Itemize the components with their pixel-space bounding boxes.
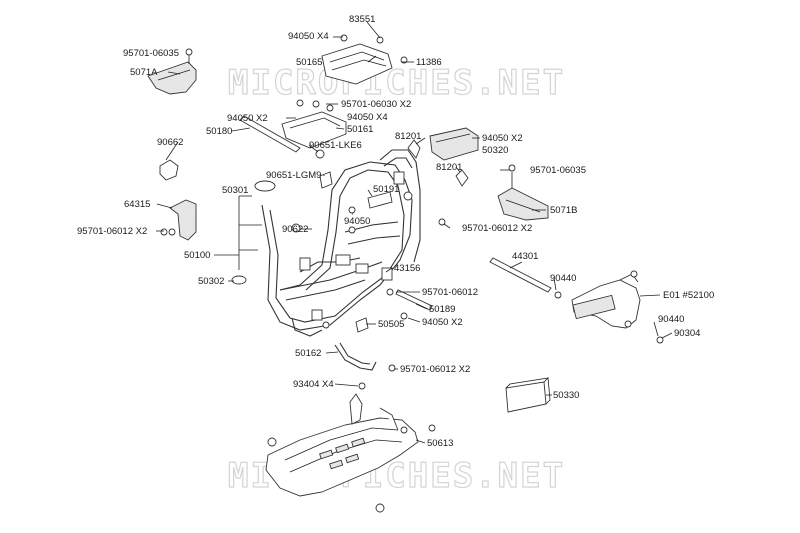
label-50161: 50161 <box>347 124 373 135</box>
leader-lines <box>156 21 673 444</box>
label-90622: 90622 <box>282 224 308 235</box>
label-90440b: 90440 <box>658 314 684 325</box>
label-95701-06035b: 95701-06035 <box>530 165 586 176</box>
label-95701-06012-x2c: 95701-06012 X2 <box>400 364 470 375</box>
bracket-50320 <box>429 127 479 161</box>
engine-mount-52100 <box>571 270 664 344</box>
clip-90622 <box>291 223 301 233</box>
label-50180: 50180 <box>206 126 232 137</box>
block-50330 <box>505 381 547 413</box>
label-E01-52100: E01 #52100 <box>663 290 714 301</box>
label-50189: 50189 <box>429 304 455 315</box>
bracket-5071B <box>497 187 549 221</box>
bracket-50165 <box>321 43 393 85</box>
label-94050: 94050 <box>344 216 370 227</box>
label-93404-x4: 93404 X4 <box>293 379 334 390</box>
label-94050-x4b: 94050 X4 <box>347 112 388 123</box>
label-90662: 90662 <box>157 137 183 148</box>
label-94050-x2c: 94050 X2 <box>422 317 463 328</box>
label-50330: 50330 <box>553 390 579 401</box>
label-50320: 50320 <box>482 145 508 156</box>
label-95701-06012-x2: 95701-06012 X2 <box>77 226 147 237</box>
label-94050-x4: 94050 X4 <box>288 31 329 42</box>
label-95701-06012: 95701-06012 <box>422 287 478 298</box>
strip-50180 <box>239 115 301 153</box>
label-94050-x2b: 94050 X2 <box>482 133 523 144</box>
floor-pan-50613 <box>265 393 419 513</box>
label-44301: 44301 <box>512 251 538 262</box>
grommet-50301 <box>254 180 276 192</box>
bracket-50191 <box>367 191 393 209</box>
bolt-95701-06035a <box>185 48 193 56</box>
clip-90662 <box>159 159 179 181</box>
label-5071A: 5071A <box>130 67 158 78</box>
grommet-50302 <box>231 275 247 285</box>
main-frame-50100 <box>261 149 421 337</box>
bracket-64315 <box>169 199 197 241</box>
shaft-44301 <box>489 257 552 293</box>
label-50100: 50100 <box>184 250 210 261</box>
stand-50162 <box>334 344 377 371</box>
label-50191: 50191 <box>373 184 399 195</box>
label-50301: 50301 <box>222 185 248 196</box>
label-43156: 43156 <box>394 263 420 274</box>
label-94050-x2: 94050 X2 <box>227 113 268 124</box>
label-90304: 90304 <box>674 328 700 339</box>
label-90651-LGM9: 90651-LGM9 <box>266 170 321 181</box>
bar-50189 <box>395 289 433 311</box>
label-81201: 81201 <box>395 131 421 142</box>
label-50165: 50165 <box>296 57 322 68</box>
label-50302: 50302 <box>198 276 224 287</box>
label-95701-06035: 95701-06035 <box>123 48 179 59</box>
label-81201b: 81201 <box>436 162 462 173</box>
label-95701-06012-x2b: 95701-06012 X2 <box>462 223 532 234</box>
clip-50505 <box>355 317 369 333</box>
label-95701-06030-x2: 95701-06030 X2 <box>341 99 411 110</box>
label-90440: 90440 <box>550 273 576 284</box>
label-90651-LKE6: 90651-LKE6 <box>309 140 362 151</box>
label-11386: 11386 <box>416 57 442 68</box>
nut-90651-LGM9 <box>319 171 333 189</box>
label-50162: 50162 <box>295 348 321 359</box>
clip-81201a <box>407 139 421 159</box>
watermark-top: MICROFICHES.NET <box>228 63 565 103</box>
label-50505: 50505 <box>378 319 404 330</box>
label-83551: 83551 <box>349 14 375 25</box>
part-labels: 83551 94050 X4 95701-06035 11386 50165 5… <box>77 14 714 449</box>
label-5071B: 5071B <box>550 205 577 216</box>
label-64315: 64315 <box>124 199 150 210</box>
label-50613: 50613 <box>427 438 453 449</box>
